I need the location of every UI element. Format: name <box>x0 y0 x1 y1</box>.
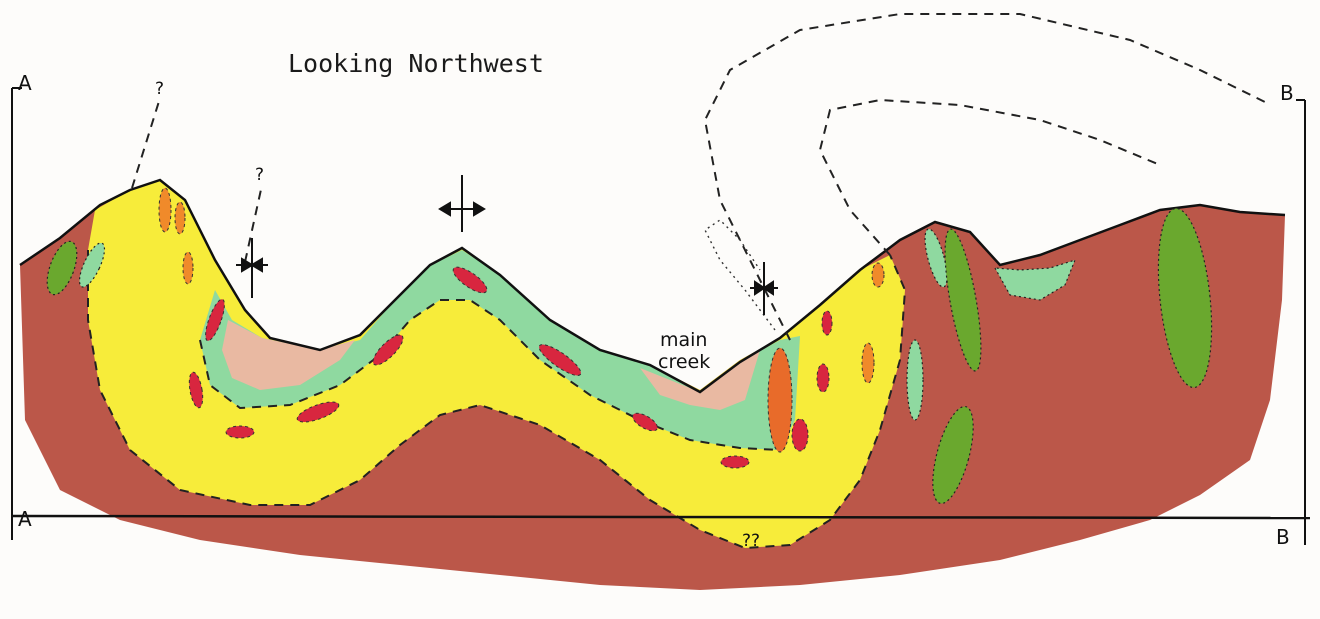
red-lens <box>822 311 832 335</box>
fault-query-center: ? <box>255 165 264 185</box>
base-query: ?? <box>742 531 760 551</box>
fault-query-left: ? <box>155 79 164 99</box>
red-lens <box>226 426 254 438</box>
orange-lens <box>183 252 193 284</box>
syncline-symbol-left <box>236 238 268 298</box>
section-label-a-top: A <box>18 71 32 95</box>
red-lens <box>721 456 749 468</box>
orange-lens <box>175 202 185 234</box>
orange-lens <box>862 343 874 383</box>
anticline-symbol <box>440 175 484 232</box>
fault-line-left <box>132 98 160 188</box>
red-lens <box>792 419 808 451</box>
fault-line-center <box>245 185 262 262</box>
section-label-a-bottom: A <box>18 507 32 531</box>
orange-lens <box>768 348 792 452</box>
orange-lens <box>872 263 884 287</box>
section-label-b-top: B <box>1280 81 1294 105</box>
figure-title: Looking Northwest <box>288 49 544 78</box>
section-label-b-bottom: B <box>1276 525 1290 549</box>
green-pod <box>907 340 923 420</box>
orange-lens <box>159 188 171 232</box>
main-creek-label-line1: main <box>660 329 707 351</box>
red-lens <box>817 364 829 392</box>
main-creek-label-line2: creek <box>658 351 710 373</box>
